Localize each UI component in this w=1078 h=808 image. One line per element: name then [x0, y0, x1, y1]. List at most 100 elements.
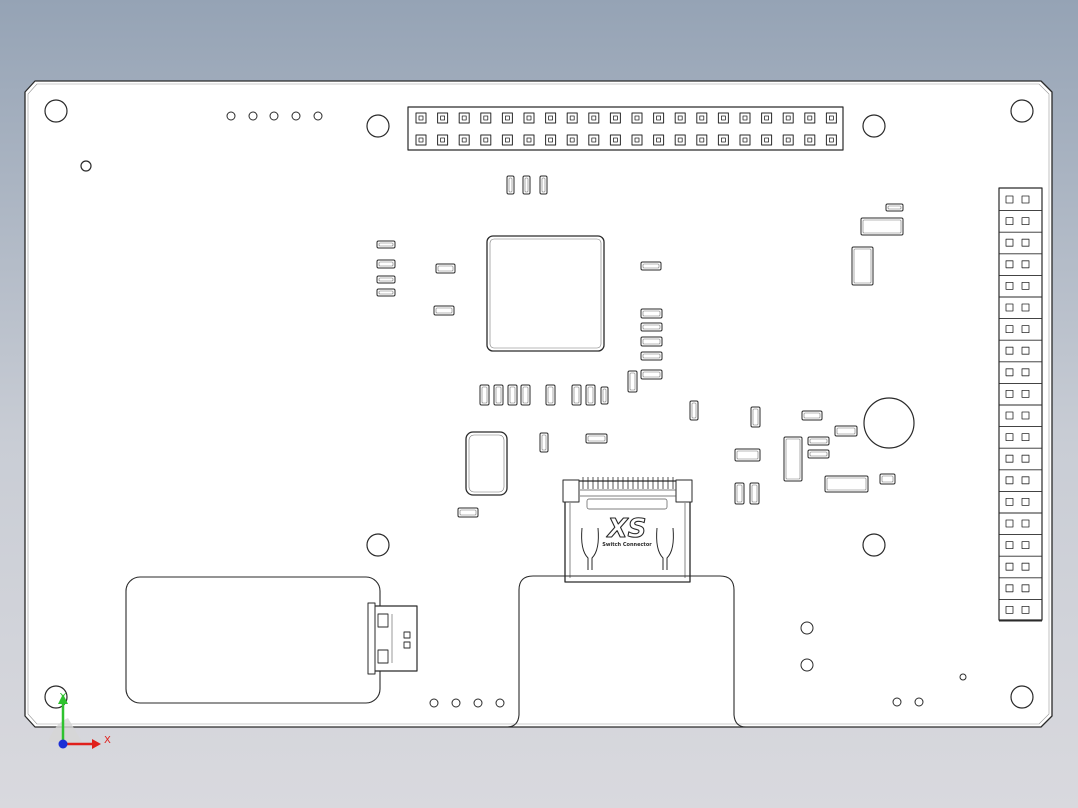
passive-inner [736, 484, 743, 503]
header-pin-core [785, 115, 791, 121]
header-pin-core [461, 137, 467, 143]
edge-pin-pad [1021, 195, 1030, 204]
header-pin [717, 134, 729, 146]
edge-pin-pad [1005, 368, 1014, 377]
edge-pin-pad [1021, 562, 1030, 571]
header-pin-core [699, 137, 705, 143]
passive-inner [481, 386, 488, 404]
passive-inner [508, 177, 513, 193]
header-pin [825, 134, 837, 146]
edge-pin-pad [1005, 519, 1014, 528]
header-pins [415, 112, 837, 146]
passive-component [600, 386, 609, 405]
header-pin-core [440, 115, 446, 121]
passive-inner [642, 353, 661, 359]
header-pin-core [613, 137, 618, 143]
header-pin [761, 112, 773, 124]
header-pin-core [742, 137, 748, 143]
header-pin [566, 112, 578, 124]
header-pin-core [677, 137, 683, 143]
edge-connector-strip [998, 187, 1043, 622]
passive-component [585, 433, 608, 444]
edge-pin-pad [1021, 389, 1030, 398]
passive-inner [887, 205, 902, 210]
header-pin [545, 112, 557, 124]
edge-pin-pad [1005, 476, 1014, 485]
header-pin-core [569, 115, 575, 121]
edge-pin-pad [1005, 325, 1014, 334]
passive-inner [642, 338, 661, 345]
passive-inner [736, 450, 759, 460]
passive-inner [587, 435, 606, 442]
passive-inner [378, 261, 394, 267]
edge-pin-pad [1005, 346, 1014, 355]
header-pin [566, 134, 578, 146]
passive-component [885, 203, 904, 212]
via [451, 698, 461, 708]
edge-pin-pad [1005, 411, 1014, 420]
passive-inner [751, 484, 758, 503]
header-pin [437, 112, 449, 124]
passive-inner [522, 386, 529, 404]
edge-pin-pad [1005, 195, 1014, 204]
passive-component [640, 351, 663, 361]
edge-pin-pad [1021, 519, 1030, 528]
edge-pin-pad [1021, 411, 1030, 420]
header-pin-core [483, 137, 489, 143]
passive-inner [803, 412, 821, 419]
header-pin [480, 134, 492, 146]
edge-pin-pad [1005, 303, 1014, 312]
header-pin-core [504, 115, 510, 121]
passive-inner [602, 388, 607, 403]
passive-inner [862, 219, 902, 234]
board-inner-edge [27, 83, 1050, 725]
passive-component [801, 410, 823, 421]
edge-pin-pad [1005, 606, 1014, 614]
header-pin [653, 112, 665, 124]
passive-component [807, 436, 830, 446]
header-pin [631, 134, 643, 146]
passive-component [479, 384, 490, 406]
header-pin [631, 112, 643, 124]
via [226, 111, 236, 121]
passive-component [627, 370, 638, 393]
passive-component [376, 288, 396, 297]
passive-component [807, 449, 830, 459]
passive-component [640, 336, 663, 347]
passive-component [507, 384, 518, 406]
passive-component [539, 175, 548, 195]
via-row-top [226, 111, 323, 121]
passive-component [585, 384, 596, 406]
edge-pin-pad [1021, 476, 1030, 485]
passive-inner [826, 477, 867, 491]
passive-inner [587, 386, 594, 404]
edge-pin-pad [1021, 303, 1030, 312]
header-pin-core [613, 115, 618, 121]
passive-component [539, 432, 549, 453]
hdmi-connector: XS Switch Connector [562, 477, 693, 583]
edge-pin-pad [1005, 389, 1014, 398]
header-pin-core [829, 137, 834, 143]
passive-inner [541, 177, 546, 193]
header-pin [480, 112, 492, 124]
header-pin [545, 134, 557, 146]
edge-pin-pad [1021, 497, 1030, 506]
edge-pin-pad [1021, 584, 1030, 593]
mounting-hole-top-right [1010, 99, 1034, 123]
axis-label-y: Y [59, 692, 67, 703]
header-pin-core [634, 137, 640, 143]
header-pin [782, 134, 794, 146]
mounting-hole-top-left [44, 99, 68, 123]
standoff-hole-3 [366, 533, 390, 557]
header-pin-core [526, 137, 532, 143]
header-pin-core [548, 115, 553, 121]
passive-inner [881, 475, 894, 483]
header-pin [674, 134, 686, 146]
passive-component [734, 448, 761, 462]
header-pin [761, 134, 773, 146]
header-pin [523, 134, 535, 146]
header-pin [609, 134, 621, 146]
edge-pin-pad [1005, 497, 1014, 506]
header-pin-core [483, 115, 489, 121]
